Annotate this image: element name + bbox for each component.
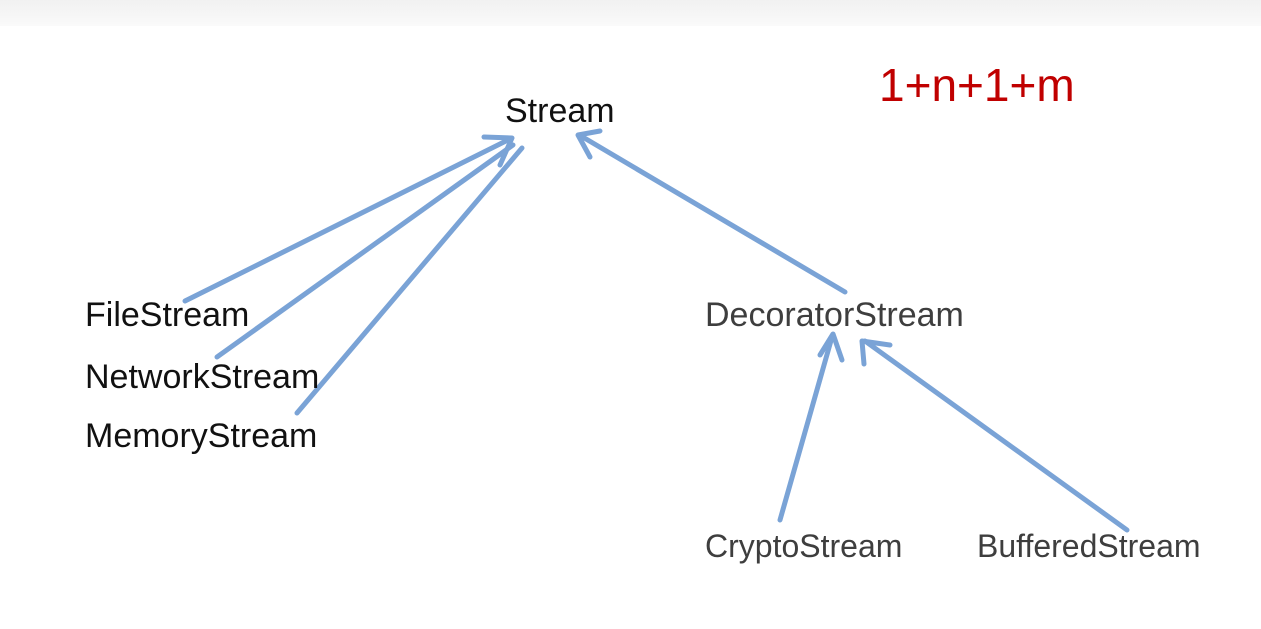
arrow-decorator-to-stream — [578, 133, 848, 295]
arrowhead-decorator-left — [817, 331, 845, 363]
stream-node: Stream — [505, 92, 615, 130]
memorystream-node: MemoryStream — [85, 417, 318, 455]
arrow-memorystream-to-stream — [294, 145, 525, 416]
top-bar — [0, 0, 1261, 26]
arrow-filestream-to-stream — [182, 137, 511, 304]
networkstream-node: NetworkStream — [85, 358, 320, 396]
arrowhead-stream-right — [575, 128, 603, 160]
filestream-node: FileStream — [85, 296, 250, 334]
arrowhead-decorator-right — [859, 338, 893, 367]
formula-label: 1+n+1+m — [879, 59, 1075, 111]
bufferedstream-node: BufferedStream — [977, 528, 1201, 564]
arrow-crypto-to-decorator — [777, 334, 835, 523]
arrowhead-stream-left — [481, 134, 515, 168]
cryptostream-node: CryptoStream — [705, 528, 903, 564]
decoratorstream-node: DecoratorStream — [705, 296, 964, 334]
arrow-networkstream-to-stream — [214, 142, 516, 360]
arrow-buffered-to-decorator — [862, 338, 1130, 533]
